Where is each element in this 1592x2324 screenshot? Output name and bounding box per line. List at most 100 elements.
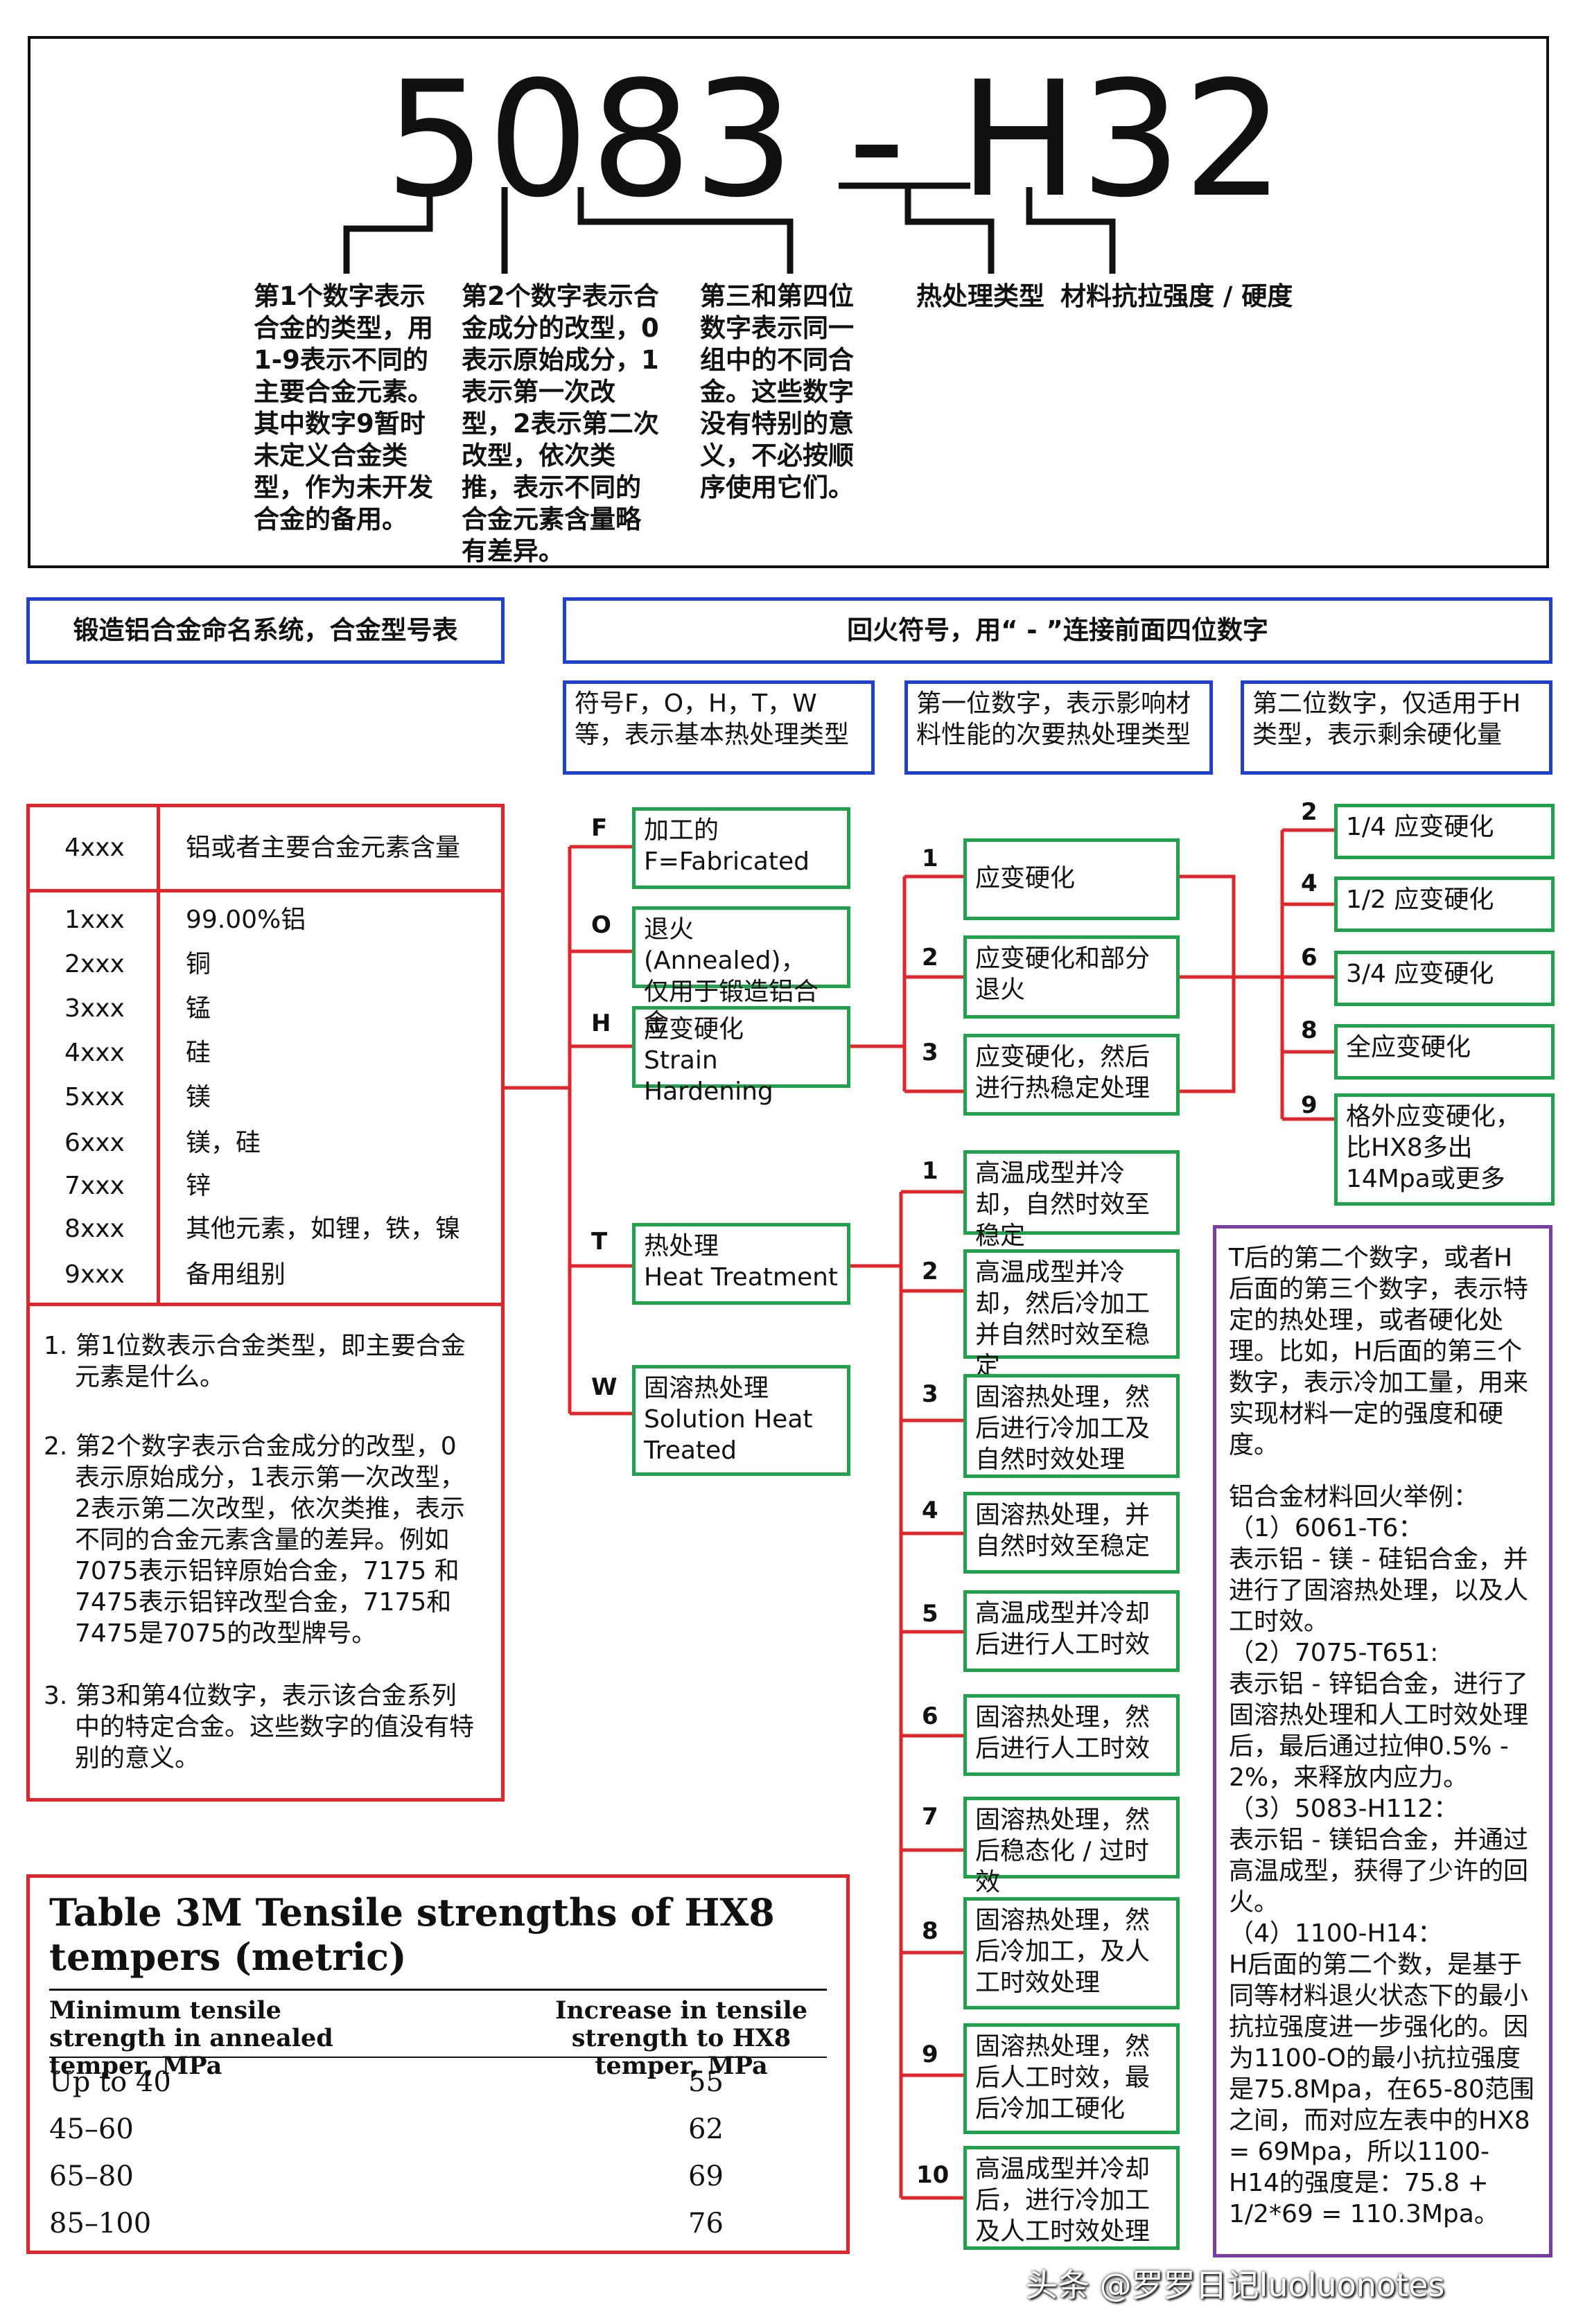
tensile-value: 62 xyxy=(688,2113,724,2145)
temper-box-w: 固溶热处理 Solution Heat Treated xyxy=(632,1365,850,1476)
temper-letter-t: T xyxy=(591,1228,608,1256)
h1-box: 应变硬化 xyxy=(963,838,1180,920)
tensile-row: 85–100 xyxy=(49,2208,152,2239)
temper-box-h: 应变硬化 Strain Hardening xyxy=(632,1006,850,1106)
element-9xxx: 备用组别 xyxy=(186,1260,286,1289)
note-second-digit: 第2个数字表示合金成分的改型，0表示原始成分，1表示第一次改型，2表示第二次改型… xyxy=(462,281,659,566)
series-1xxx: 1xxx xyxy=(64,906,125,934)
element-8xxx: 其他元素，如锂，铁，镍 xyxy=(186,1215,461,1243)
subheader-first-digit: 第一位数字，表示影响材料性能的次要热处理类型 xyxy=(904,680,1213,775)
temper-t-cn: 热处理 xyxy=(644,1232,719,1260)
t1-box: 高温成型并冷却，自然时效至稳定 xyxy=(963,1150,1180,1250)
series-3xxx: 3xxx xyxy=(64,994,125,1023)
table-note-3: 3. 第3和第4位数字，表示该合金系列中的特定合金。这些数字的值没有特别的意义。 xyxy=(44,1682,475,1772)
h2-num: 2 xyxy=(922,944,938,971)
temper-w-cn: 固溶热处理 xyxy=(644,1374,769,1402)
tensile-row: 45–60 xyxy=(49,2113,134,2145)
left-title: 锻造铝合金命名系统，合金型号表 xyxy=(26,597,505,664)
t9-box: 固溶热处理，然后人工时效，最后冷加工硬化 xyxy=(963,2023,1180,2134)
tensile-value: 55 xyxy=(688,2066,724,2098)
t7-box: 固溶热处理，然后稳态化 / 过时效 xyxy=(963,1797,1180,1896)
t1-num: 1 xyxy=(922,1157,938,1185)
temper-f-en: F=Fabricated xyxy=(644,847,810,876)
element-2xxx: 铜 xyxy=(186,950,211,978)
alloy-code: 5083 - H32 xyxy=(385,48,1286,233)
hh2-box: 1/4 应变硬化 xyxy=(1334,804,1555,859)
temper-box-f: 加工的 F=Fabricated xyxy=(632,807,850,889)
tensile-table-rule xyxy=(49,1989,827,1991)
table-divider-vertical xyxy=(157,807,160,1303)
temper-f-cn: 加工的 xyxy=(644,816,719,845)
table-header-content: 铝或者主要合金元素含量 xyxy=(186,834,461,862)
table-divider-top xyxy=(30,889,501,892)
temper-examples-note: T后的第二个数字，或者H后面的第三个数字，表示特定的热处理，或者硬化处理。比如，… xyxy=(1213,1225,1552,2257)
series-8xxx: 8xxx xyxy=(64,1215,125,1243)
series-4xxx: 4xxx xyxy=(64,1039,125,1067)
series-6xxx: 6xxx xyxy=(64,1129,125,1157)
hh8-num: 8 xyxy=(1301,1016,1318,1044)
temper-box-t: 热处理 Heat Treatment xyxy=(632,1223,850,1305)
t6-box: 固溶热处理，然后进行人工时效 xyxy=(963,1694,1180,1776)
t7-num: 7 xyxy=(922,1803,938,1831)
header-brackets xyxy=(343,182,1116,274)
t3-num: 3 xyxy=(922,1380,938,1408)
subheader-temper-letter: 符号F，O，H，T，W等，表示基本热处理类型 xyxy=(563,680,875,775)
t10-box: 高温成型并冷却后，进行冷加工及人工时效处理 xyxy=(963,2146,1180,2250)
subheader-second-digit: 第二位数字，仅适用于H类型，表示剩余硬化量 xyxy=(1241,680,1552,775)
hh2-num: 2 xyxy=(1301,798,1318,826)
h1-num: 1 xyxy=(922,845,938,872)
h2-box: 应变硬化和部分退火 xyxy=(963,935,1180,1019)
temper-letter-w: W xyxy=(591,1373,618,1401)
tensile-header-rule xyxy=(49,2057,827,2058)
element-3xxx: 锰 xyxy=(186,994,211,1023)
alloy-series-table: 4xxx 铝或者主要合金元素含量 1xxx 99.00%铝 2xxx 铜 3xx… xyxy=(26,804,505,1802)
tensile-table-title: Table 3M Tensile strengths of HX8 temper… xyxy=(49,1890,775,1979)
element-7xxx: 锌 xyxy=(186,1172,211,1200)
table-note-2: 2. 第2个数字表示合金成分的改型，0表示原始成分，1表示第一次改型，2表示第二… xyxy=(44,1432,465,1648)
note-first-digit: 第1个数字表示合金的类型，用1-9表示不同的主要合金元素。其中数字9暂时未定义合… xyxy=(254,281,433,534)
temper-h-en: Strain Hardening xyxy=(644,1046,773,1106)
t4-num: 4 xyxy=(922,1497,938,1524)
hh9-box: 格外应变硬化，比HX8多出14Mpa或更多 xyxy=(1334,1093,1555,1206)
t8-box: 固溶热处理，然后冷加工，及人工时效处理 xyxy=(963,1897,1180,2009)
series-5xxx: 5xxx xyxy=(64,1083,125,1111)
tensile-col2-header: Increase in tensile strength to HX8 temp… xyxy=(554,1996,808,2080)
hh4-box: 1/2 应变硬化 xyxy=(1334,877,1555,932)
tensile-value: 76 xyxy=(688,2208,724,2239)
hh6-num: 6 xyxy=(1301,944,1318,971)
hh9-num: 9 xyxy=(1301,1091,1318,1119)
temper-o-en: 仅用于锻造铝合金 xyxy=(644,978,819,1037)
note-paragraph-2: 铝合金材料回火举例： （1）6061-T6： 表示铝 - 镁 - 硅铝合金，并进… xyxy=(1229,1483,1534,2228)
tensile-table: Table 3M Tensile strengths of HX8 temper… xyxy=(26,1874,850,2254)
temper-t-en: Heat Treatment xyxy=(644,1263,839,1292)
temper-h-cn: 应变硬化 xyxy=(644,1015,744,1044)
temper-w-en: Solution Heat Treated xyxy=(644,1405,813,1465)
note-paragraph-1: T后的第二个数字，或者H后面的第三个数字，表示特定的热处理，或者硬化处理。比如，… xyxy=(1229,1244,1529,1459)
element-6xxx: 镁，硅 xyxy=(186,1129,261,1157)
note-third-fourth-digit: 第三和第四位数字表示同一组中的不同合金。这些数字没有特别的意义，不必按顺序使用它… xyxy=(700,281,854,502)
element-5xxx: 镁 xyxy=(186,1083,211,1111)
h3-box: 应变硬化，然后进行热稳定处理 xyxy=(963,1034,1180,1116)
t3-box: 固溶热处理，然后进行冷加工及自然时效处理 xyxy=(963,1374,1180,1478)
t2-num: 2 xyxy=(922,1258,938,1285)
t8-num: 8 xyxy=(922,1917,938,1945)
temper-letter-f: F xyxy=(591,814,608,842)
hh8-box: 全应变硬化 xyxy=(1334,1024,1555,1080)
t10-num: 10 xyxy=(916,2161,950,2189)
watermark: 头条 @罗罗日记luoluonotes xyxy=(1026,2266,1445,2304)
series-9xxx: 9xxx xyxy=(64,1260,125,1289)
table-divider-bottom xyxy=(30,1303,501,1306)
t6-num: 6 xyxy=(922,1702,938,1730)
element-1xxx: 99.00%铝 xyxy=(186,906,306,934)
temper-letter-o: O xyxy=(591,911,611,939)
tensile-value: 69 xyxy=(688,2160,724,2192)
temper-o-cn: 退火(Annealed)， xyxy=(644,915,806,975)
tensile-row: Up to 40 xyxy=(49,2066,171,2098)
tensile-col1-header: Minimum tensile strength in annealed tem… xyxy=(49,1996,333,2080)
table-row: 1xxx 99.00%铝 2xxx 铜 3xxx 锰 4xxx 硅 5xxx 镁… xyxy=(64,904,494,1292)
series-2xxx: 2xxx xyxy=(64,950,125,978)
temper-letter-h: H xyxy=(591,1010,611,1037)
h3-num: 3 xyxy=(922,1039,938,1066)
note-heat-treatment-type: 热处理类型 xyxy=(916,281,1044,311)
